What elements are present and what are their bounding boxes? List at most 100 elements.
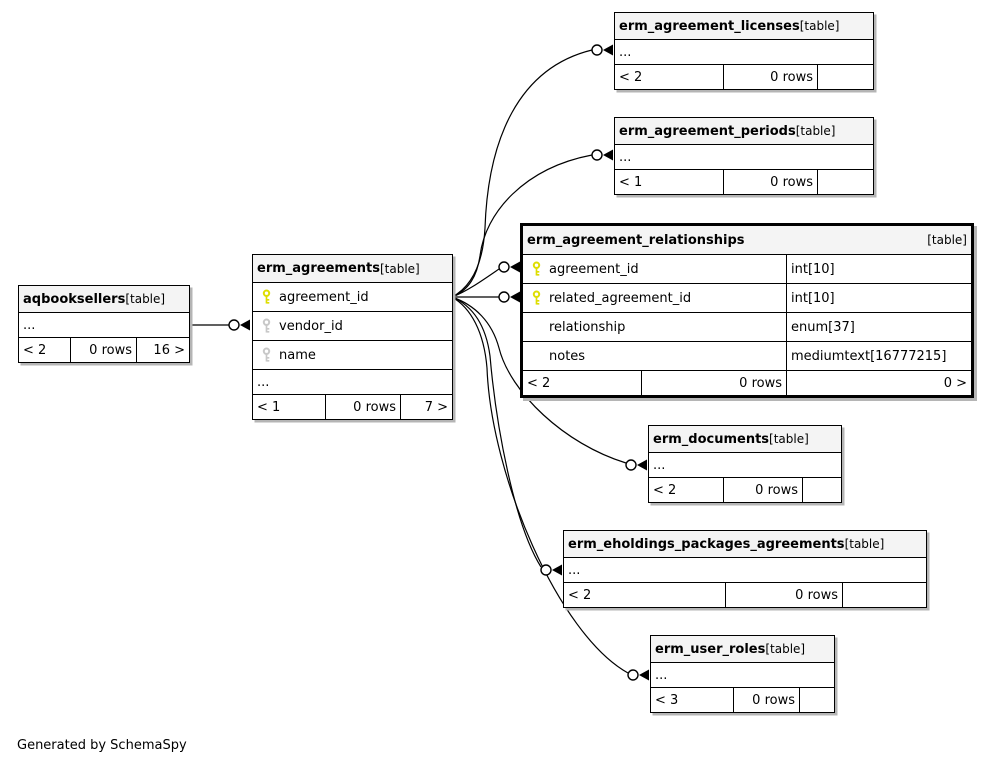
edge-arrowhead	[603, 44, 613, 56]
table-tag: [table]	[844, 537, 885, 551]
generated-by-note: Generated by SchemaSpy	[17, 738, 187, 753]
table-erm-agreement-periods[interactable]: erm_agreement_periods[table] ... < 1 0 r…	[614, 117, 874, 195]
row-count: 0 rows	[723, 65, 817, 89]
table-footer: < 1 0 rows 7 >	[253, 395, 452, 419]
children-count	[802, 478, 841, 502]
edge-agreements-relationships-agreement-id	[451, 268, 500, 298]
primary-key-icon	[531, 261, 542, 277]
edge-dot	[540, 564, 552, 576]
column-name: agreement_id	[279, 289, 369, 305]
column-name: related_agreement_id	[549, 290, 692, 306]
table-header: erm_eholdings_packages_agreements[table]	[564, 531, 926, 558]
table-header: erm_user_roles[table]	[651, 636, 834, 663]
table-footer: < 2 0 rows 0 >	[523, 371, 971, 395]
edge-arrowhead	[510, 291, 520, 303]
edge-arrowhead	[510, 261, 520, 273]
table-tag: [table]	[379, 261, 420, 276]
columns-ellipsis: ...	[564, 558, 926, 583]
table-footer: < 2 0 rows 16 >	[19, 338, 189, 362]
table-tag: [table]	[927, 233, 967, 247]
columns-ellipsis: ...	[615, 145, 873, 170]
columns-ellipsis: ...	[19, 313, 189, 338]
column-type: int[10]	[786, 284, 971, 312]
column-row: notes mediumtext[16777215]	[523, 342, 971, 371]
table-footer: < 2 0 rows	[615, 65, 873, 89]
children-count: 16 >	[136, 338, 189, 362]
columns-ellipsis: ...	[615, 40, 873, 65]
columns-ellipsis: ...	[651, 663, 834, 688]
table-name: erm_agreement_relationships	[527, 232, 745, 248]
children-count	[842, 583, 926, 607]
children-count: 7 >	[400, 395, 452, 419]
table-erm-agreements[interactable]: erm_agreements[table] agreement_id vendo…	[252, 254, 453, 420]
row-count: 0 rows	[733, 688, 799, 712]
table-name: erm_user_roles	[655, 641, 766, 657]
table-footer: < 2 0 rows	[649, 478, 841, 502]
table-header: erm_documents[table]	[649, 426, 841, 453]
table-header: aqbooksellers[table]	[19, 286, 189, 313]
table-erm-documents[interactable]: erm_documents[table] ... < 2 0 rows	[648, 425, 842, 503]
table-footer: < 2 0 rows	[564, 583, 926, 607]
children-count	[817, 170, 873, 194]
column-type: enum[37]	[786, 313, 971, 341]
edge-dot	[591, 149, 603, 161]
column-name: agreement_id	[549, 261, 639, 277]
edge-dot	[627, 669, 639, 681]
table-aqbooksellers[interactable]: aqbooksellers[table] ... < 2 0 rows 16 >	[18, 285, 190, 363]
table-erm-eholdings-packages-agreements[interactable]: erm_eholdings_packages_agreements[table]…	[563, 530, 927, 608]
edge-agreements-eholdings	[451, 296, 542, 568]
table-tag: [table]	[125, 292, 166, 306]
row-count: 0 rows	[641, 371, 786, 395]
table-header: erm_agreement_periods[table]	[615, 118, 873, 145]
column-row: relationship enum[37]	[523, 313, 971, 342]
column-name: name	[279, 347, 316, 363]
table-name: erm_agreement_licenses	[619, 18, 800, 34]
edge-agreements-licenses	[451, 49, 593, 298]
column-row: agreement_id int[10]	[523, 255, 971, 284]
table-footer: < 1 0 rows	[615, 170, 873, 194]
index-key-icon	[261, 347, 272, 363]
primary-key-icon	[531, 290, 542, 306]
table-name: erm_documents	[653, 431, 770, 447]
table-header: erm_agreement_licenses[table]	[615, 13, 873, 40]
edge-agreements-documents	[451, 296, 627, 464]
row-count: 0 rows	[723, 170, 817, 194]
parents-count: < 1	[257, 399, 281, 415]
edge-arrowhead	[603, 149, 613, 161]
edge-dot	[625, 459, 637, 471]
table-erm-agreement-relationships[interactable]: erm_agreement_relationships [table] agree…	[520, 223, 974, 398]
table-erm-user-roles[interactable]: erm_user_roles[table] ... < 3 0 rows	[650, 635, 835, 713]
column-name: notes	[549, 348, 586, 364]
edge-dot	[498, 261, 510, 273]
edge-dot	[591, 44, 603, 56]
table-name: erm_agreements	[257, 261, 380, 276]
parents-count: < 2	[619, 69, 643, 85]
edge-dot	[228, 319, 240, 331]
table-header: erm_agreements[table]	[253, 255, 452, 283]
row-count: 0 rows	[725, 583, 842, 607]
children-count: 0 >	[786, 371, 971, 395]
columns-ellipsis: ...	[649, 453, 841, 478]
row-count: 0 rows	[723, 478, 802, 502]
edge-arrowhead	[552, 564, 562, 576]
table-name: erm_agreement_periods	[619, 123, 796, 139]
column-row: vendor_id	[253, 312, 452, 341]
children-count	[817, 65, 873, 89]
table-tag: [table]	[769, 432, 809, 446]
parents-count: < 3	[655, 692, 679, 708]
row-count: 0 rows	[70, 338, 136, 362]
columns-ellipsis: ...	[253, 370, 452, 395]
parents-count: < 2	[23, 342, 47, 358]
column-type: mediumtext[16777215]	[786, 342, 971, 370]
table-tag: [table]	[799, 19, 840, 33]
edge-agreements-periods	[451, 154, 593, 298]
table-name: erm_eholdings_packages_agreements	[568, 536, 845, 552]
index-key-icon	[261, 318, 272, 334]
table-tag: [table]	[765, 642, 806, 656]
table-footer: < 3 0 rows	[651, 688, 834, 712]
edge-agreements-user-roles	[451, 296, 629, 674]
table-erm-agreement-licenses[interactable]: erm_agreement_licenses[table] ... < 2 0 …	[614, 12, 874, 90]
column-row: agreement_id	[253, 283, 452, 312]
